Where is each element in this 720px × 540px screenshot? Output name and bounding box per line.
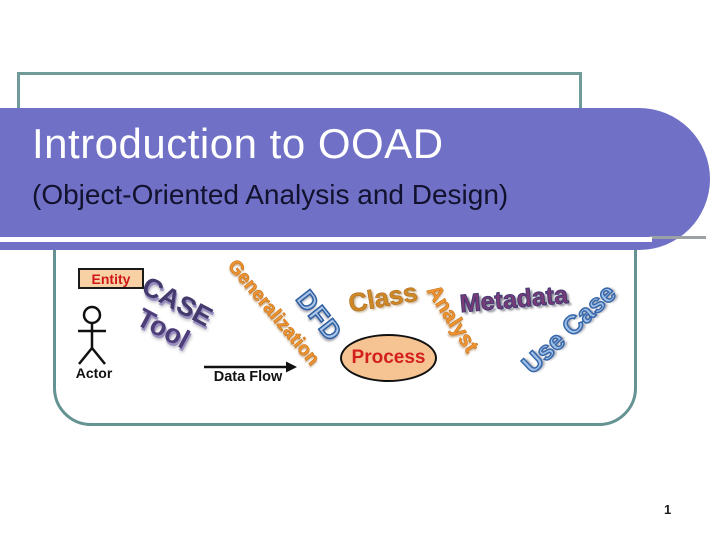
title-banner: Introduction to OOAD (Object-Oriented An…	[0, 108, 710, 250]
data-flow-label: Data Flow	[213, 369, 283, 385]
actor-label: Actor	[75, 365, 113, 381]
page-number: 1	[664, 502, 672, 517]
slide-subtitle: (Object-Oriented Analysis and Design)	[32, 179, 509, 210]
process-ellipse: Process	[340, 334, 437, 382]
actor-stick-figure-icon	[78, 305, 106, 365]
entity-label: Entity	[91, 270, 131, 287]
banner-separator-line	[0, 237, 652, 242]
data-flow-arrow-icon	[204, 361, 297, 373]
slide-title: Introduction to OOAD	[32, 120, 444, 167]
banner-separator-tail	[650, 236, 706, 239]
entity-box: Entity	[78, 268, 144, 289]
process-label: Process	[351, 347, 426, 368]
